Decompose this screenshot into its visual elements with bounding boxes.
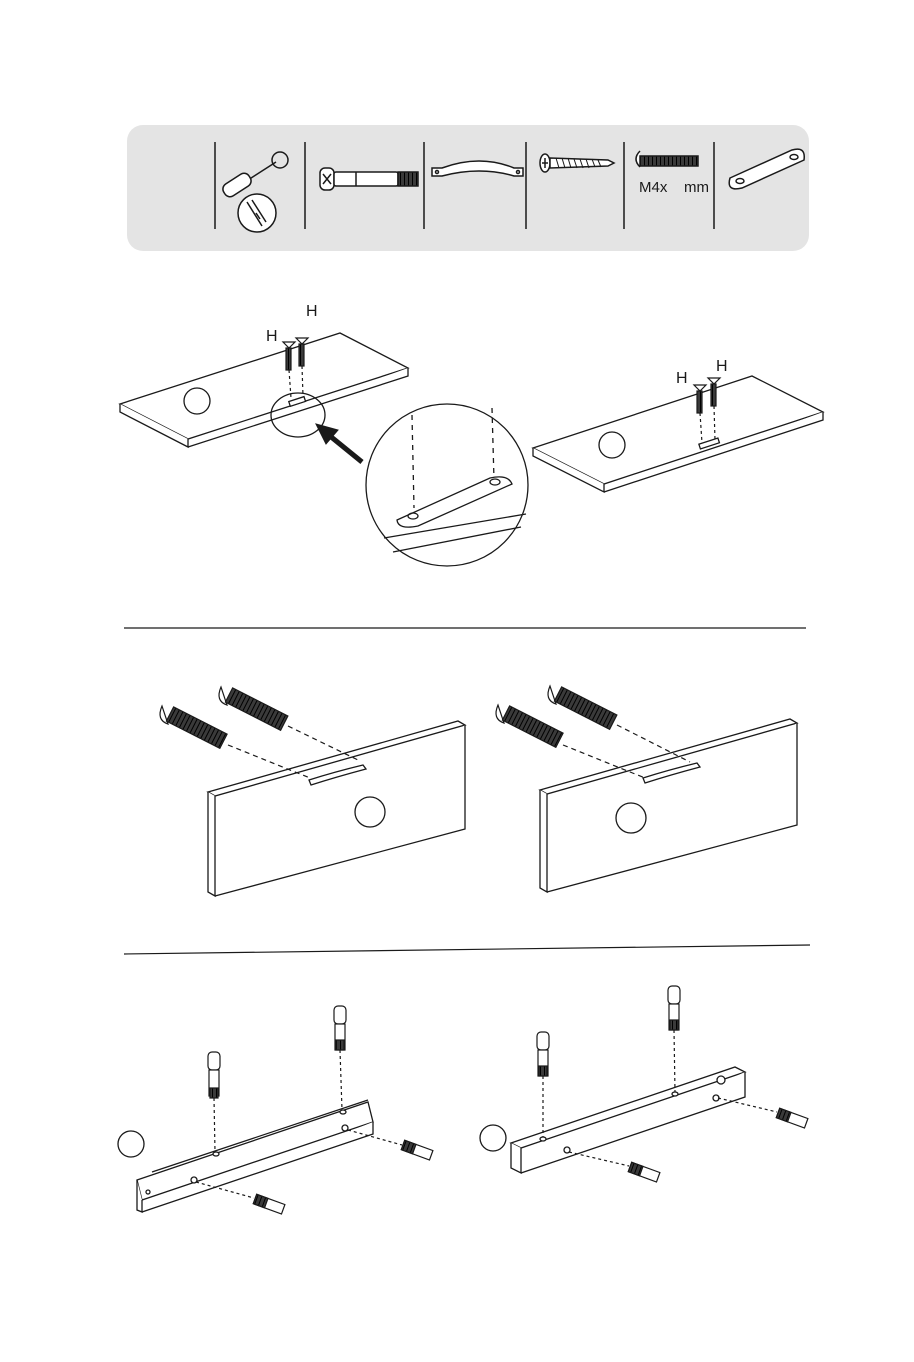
rail-right [480, 1067, 745, 1173]
rail-left [118, 1100, 373, 1212]
bolts-right-step2 [496, 686, 690, 778]
machine-screw-label: M4x mm [639, 180, 709, 196]
countersunk-screw-icon [540, 154, 614, 172]
screw-label-h: H [676, 370, 688, 387]
front-panel-left [208, 721, 465, 896]
screw-label-h: H [306, 303, 318, 320]
section-divider [124, 945, 810, 954]
zoom-arrow [316, 424, 362, 462]
zoom-circle [271, 393, 528, 566]
machine-screw-icon [636, 151, 698, 167]
panel-left-step1 [120, 333, 408, 447]
cam-bolts-left-step3 [196, 1006, 433, 1214]
screwdriver-icon [221, 152, 288, 232]
panel-right-step1 [533, 376, 823, 492]
handle-icon [432, 161, 523, 176]
connector-plate-icon [729, 149, 804, 189]
screw-label-h: H [716, 358, 728, 375]
cam-bolt-icon [320, 168, 418, 190]
screw-label-h: H [266, 328, 278, 345]
front-panel-right [540, 719, 797, 892]
